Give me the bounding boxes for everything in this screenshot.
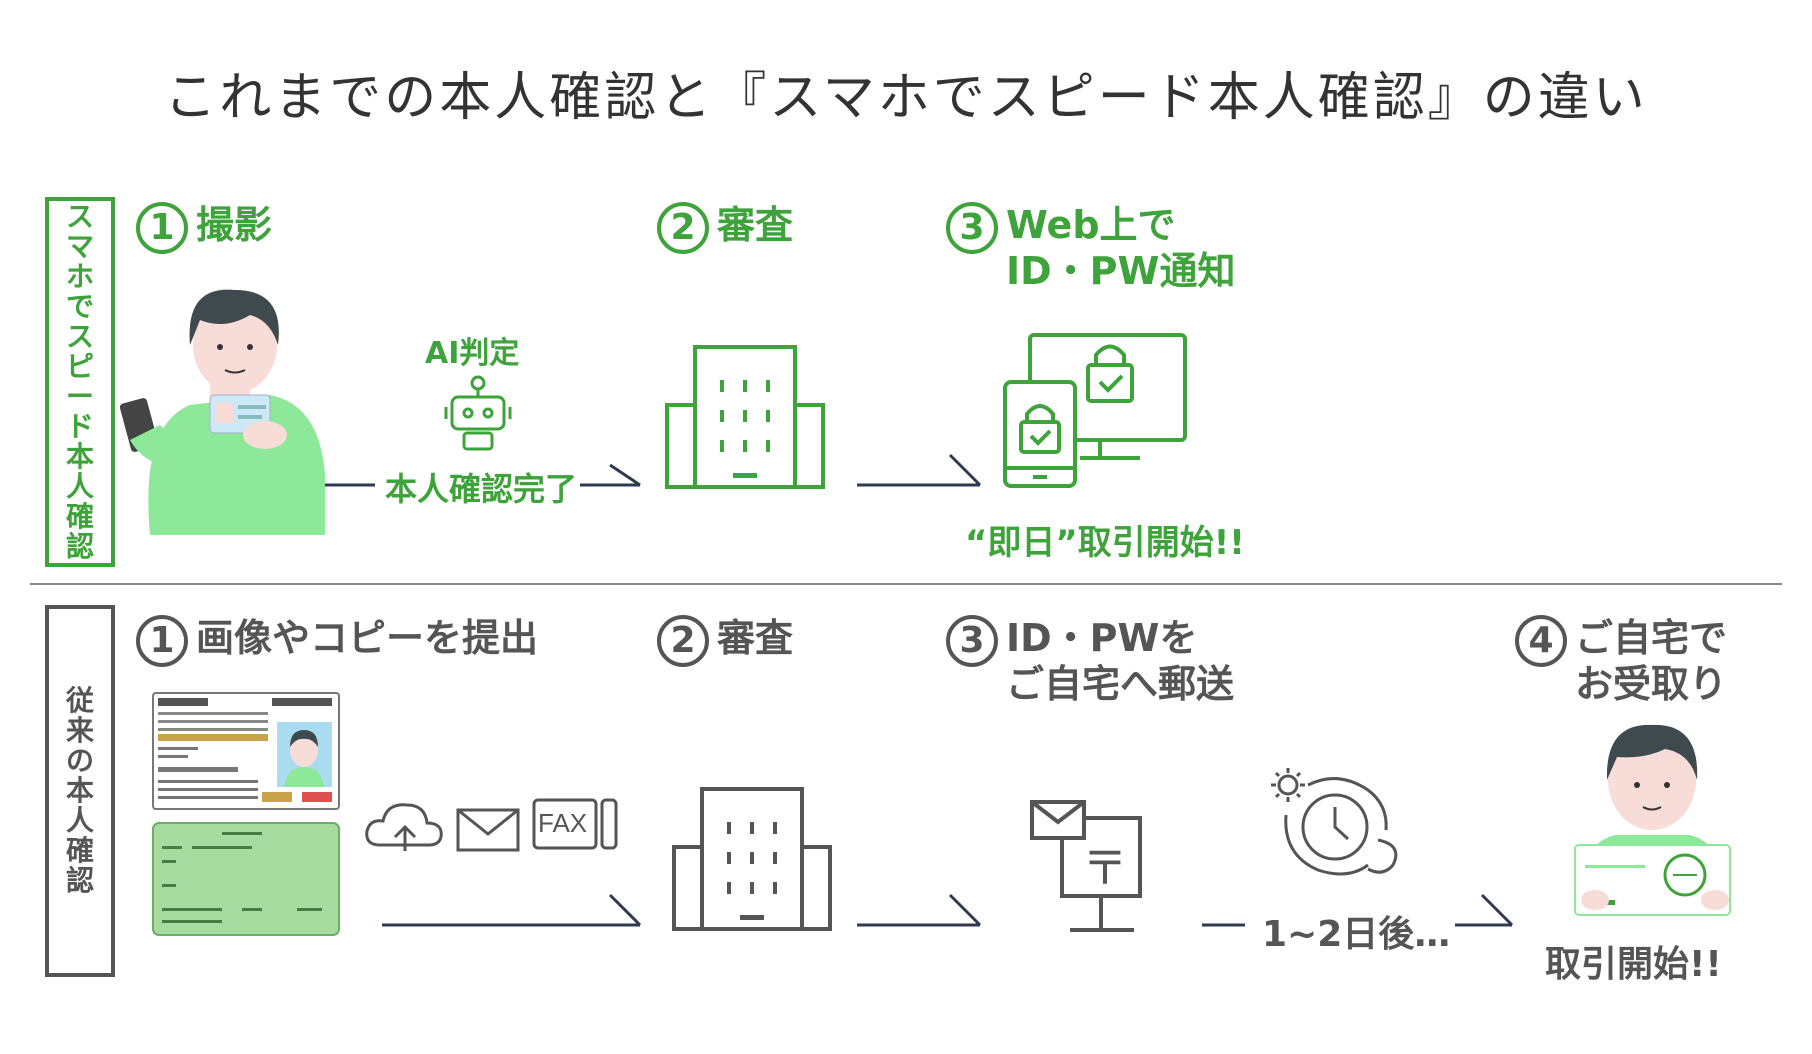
- side-label-char: 来: [65, 714, 94, 747]
- row-divider: [30, 583, 1782, 585]
- page-title: これまでの本人確認と『スマホでスピード本人確認』の違い: [164, 68, 1648, 128]
- side-label-char: 認: [65, 864, 94, 897]
- robot-icon: [444, 375, 512, 451]
- person-card-icon: [1574, 724, 1731, 916]
- smartphone-side-label: スマホでスピード本人確認: [45, 197, 115, 567]
- step-number: 1: [136, 615, 188, 667]
- trad-step-3: 3 ID・PWを ご自宅へ郵送: [946, 615, 1234, 707]
- step-subtitle: ID・PW通知: [1006, 249, 1236, 293]
- identity-confirmed-label: 本人確認完了: [385, 470, 578, 508]
- cloud-upload-icon: [365, 803, 443, 851]
- side-label-char: で: [65, 290, 94, 323]
- smart-step-3: 3 Web上で ID・PW通知: [946, 202, 1235, 294]
- trad-step-4: 4 ご自宅で お受取り: [1515, 615, 1727, 707]
- side-label-char: ー: [65, 380, 94, 413]
- side-label-char: 従: [65, 684, 94, 717]
- complete-arrow: [325, 463, 641, 487]
- tablet-lock-icon: [1003, 380, 1077, 488]
- traditional-side-label: 従来の本人確認: [45, 605, 115, 977]
- step-title: 撮影: [196, 203, 273, 247]
- step-number: 3: [946, 615, 998, 667]
- person-phone-icon: [119, 289, 325, 535]
- office-building-icon: [672, 787, 832, 931]
- side-label-char: 確: [65, 500, 94, 533]
- step-title: 審査: [717, 203, 794, 247]
- traditional-side-label-text: 従来の本人確認: [66, 686, 94, 896]
- notification-card-icon: [152, 822, 340, 936]
- step-number: 3: [946, 202, 998, 254]
- side-label-char: ホ: [65, 260, 94, 293]
- delay-label: 1~2日後…: [1262, 914, 1451, 955]
- side-label-char: ド: [65, 410, 94, 443]
- side-label-char: 認: [65, 530, 94, 563]
- side-label-char: の: [65, 744, 94, 777]
- trading-start-label: 取引開始!!: [1545, 944, 1722, 985]
- flow-arrow: [857, 453, 982, 487]
- side-label-char: 本: [65, 440, 94, 473]
- postal-mark: 〒: [1082, 841, 1128, 895]
- side-label-char: 本: [65, 774, 94, 807]
- same-day-trading-label: “即日”取引開始!!: [965, 523, 1245, 563]
- driver-license-icon: [152, 692, 340, 810]
- step-subtitle: お受取り: [1575, 662, 1728, 706]
- trad-step-1: 1 画像やコピーを提出: [136, 615, 538, 667]
- office-building-icon: [665, 345, 825, 489]
- ai-judgement-label: AI判定: [425, 336, 520, 371]
- side-label-char: ピ: [65, 350, 94, 383]
- clock-icon: [1271, 768, 1398, 876]
- smart-step-1: 1 撮影: [136, 202, 272, 254]
- delay-arrow: [1202, 893, 1514, 927]
- side-label-char: 確: [65, 834, 94, 867]
- smart-step-2: 2 審査: [657, 202, 793, 254]
- side-label-char: マ: [65, 230, 94, 263]
- step-number: 2: [657, 615, 709, 667]
- side-label-char: ス: [65, 200, 94, 233]
- step-number: 2: [657, 202, 709, 254]
- step-title: ご自宅で: [1575, 616, 1728, 660]
- side-label-char: ス: [65, 320, 94, 353]
- smartphone-side-label-text: スマホでスピード本人確認: [66, 202, 94, 562]
- step-title: 審査: [717, 616, 794, 660]
- step-number: 1: [136, 202, 188, 254]
- step-title: Web上で: [1006, 203, 1176, 247]
- flow-arrow: [382, 893, 642, 927]
- fax-icon: FAX: [532, 798, 618, 850]
- envelope-icon: [456, 808, 520, 852]
- side-label-char: 人: [65, 470, 94, 503]
- fax-label: FAX: [538, 808, 588, 838]
- step-subtitle: ご自宅へ郵送: [1006, 662, 1235, 706]
- side-label-char: 人: [65, 804, 94, 837]
- step-number: 4: [1515, 615, 1567, 667]
- flow-arrow: [857, 893, 982, 927]
- postbox-icon: 〒: [1030, 800, 1145, 935]
- step-title: 画像やコピーを提出: [196, 616, 539, 660]
- step-title: ID・PWを: [1006, 616, 1198, 660]
- trad-step-2: 2 審査: [657, 615, 793, 667]
